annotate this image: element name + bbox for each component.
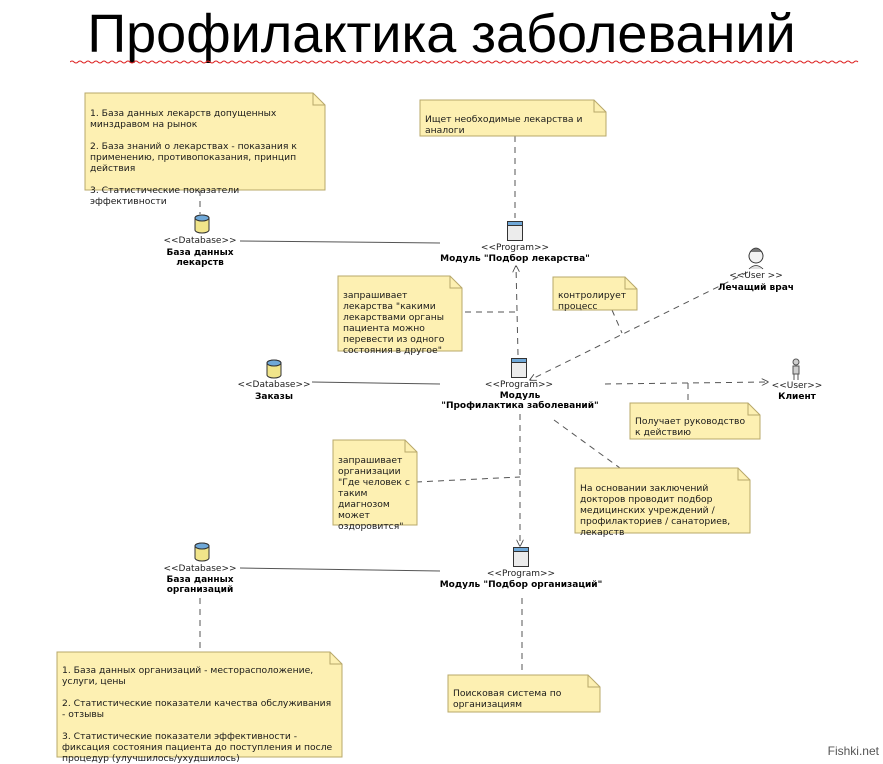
page-title: Профилактика заболеваний — [87, 4, 796, 64]
prog-main-name[interactable]: Модуль "Профилактика заболеваний" — [441, 391, 599, 411]
note-asks-orgs: запрашивает организации "Где человек с т… — [338, 455, 410, 532]
note-shape-guidance — [629, 402, 761, 440]
db-orgs-name[interactable]: База данных организаций — [166, 575, 234, 595]
note-asks-drugs: запрашивает лекарства "какими лекарствам… — [343, 290, 445, 356]
prog-orgs-name[interactable]: Модуль "Подбор организаций" — [439, 580, 603, 590]
doctor-icon — [748, 247, 764, 270]
note-shape-controls — [552, 276, 638, 311]
dash-note-asks-orgs — [415, 476, 521, 483]
note-drugs-search: Ищет необходимые лекарства и аналоги — [425, 114, 583, 136]
note-shape-search — [447, 674, 601, 713]
note-controls: контролирует процесс — [558, 290, 627, 312]
spellcheck-underline — [70, 60, 859, 64]
watermark: Fishki.net — [827, 744, 879, 758]
note-shape-drugsearch — [419, 99, 607, 137]
database-icon — [194, 214, 210, 234]
note-guidance: Получает руководство к действию — [635, 416, 746, 438]
program-icon — [507, 221, 523, 241]
note-shape-asks-drugs — [337, 275, 463, 352]
prog-drugs-name[interactable]: Модуль "Подбор лекарства" — [440, 254, 590, 264]
line-orders-to-main — [311, 381, 441, 385]
dash-note-controls — [611, 309, 623, 334]
prog-drugs-stereotype: <<Program>> — [480, 243, 550, 253]
line-drugsdb-to-drugmodule — [239, 240, 441, 244]
note-shape-asks-orgs — [332, 439, 418, 526]
note-shape-orgsdb — [56, 651, 343, 758]
program-icon — [513, 547, 529, 567]
db-orders-name[interactable]: Заказы — [254, 392, 294, 402]
db-orgs-stereotype: <<Database>> — [163, 564, 237, 574]
db-drugs-name[interactable]: База данных лекарств — [166, 248, 234, 268]
user-client-name[interactable]: Клиент — [778, 392, 816, 402]
note-conclusions: На основании заключений докторов проводи… — [580, 483, 731, 538]
db-drugs-stereotype: <<Database>> — [163, 236, 237, 246]
note-search-system: Поисковая система по организациям — [453, 688, 562, 710]
database-icon — [194, 542, 210, 562]
database-icon — [266, 359, 282, 379]
note-drugs-db: 1. База данных лекарств допущенных минзд… — [90, 108, 297, 207]
line-orgsdb-to-orgmodule — [239, 567, 441, 572]
dash-doctor-to-main — [530, 271, 749, 380]
program-icon — [511, 358, 527, 378]
note-orgs-db: 1. База данных организаций - местораспол… — [62, 665, 333, 764]
note-shape-conclusions — [574, 467, 751, 534]
user-doctor-stereotype: <<User >> — [729, 271, 783, 281]
prog-main-stereotype: <<Program>> — [484, 380, 554, 390]
db-orders-stereotype: <<Database>> — [237, 380, 311, 390]
dash-main-to-client — [604, 382, 768, 384]
prog-orgs-stereotype: <<Program>> — [486, 569, 556, 579]
user-client-stereotype: <<User>> — [771, 381, 823, 391]
note-shape-drugsdb — [84, 92, 326, 191]
user-icon — [792, 358, 800, 380]
dash-note-conclusions — [553, 419, 621, 469]
user-doctor-name[interactable]: Лечащий врач — [718, 283, 794, 293]
dash-main-to-drugmodule — [516, 266, 518, 356]
